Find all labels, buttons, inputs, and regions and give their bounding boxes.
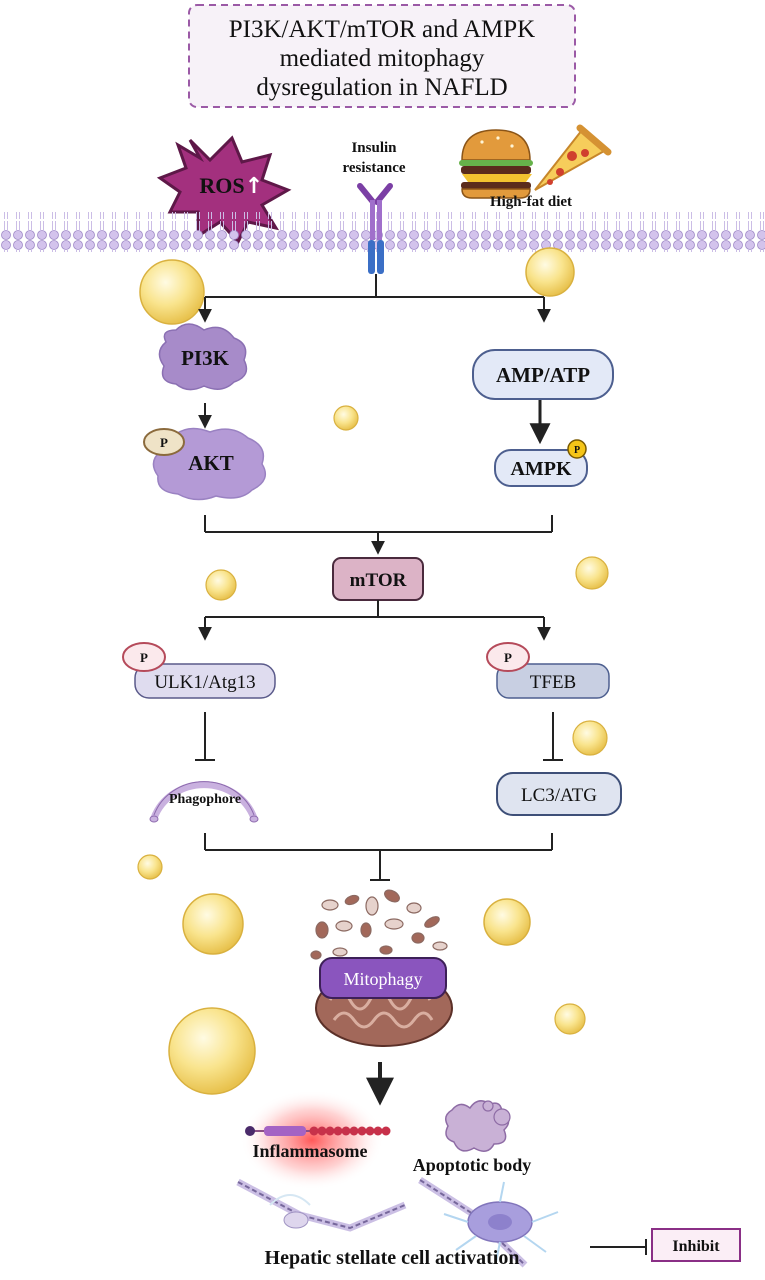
stellate-cells-icon bbox=[236, 1177, 559, 1268]
ulk1-node: ULK1/Atg13 P bbox=[122, 642, 276, 699]
akt-node: AKT P bbox=[143, 427, 267, 501]
tfeb-inhibits-lc3 bbox=[543, 712, 563, 761]
akt-phospho-label: P bbox=[160, 435, 168, 450]
lipid-droplet bbox=[139, 259, 205, 325]
lipid-droplet bbox=[554, 1003, 586, 1035]
lipid-droplets bbox=[137, 247, 609, 1095]
pizza-icon bbox=[534, 124, 612, 191]
burger-icon bbox=[459, 129, 533, 199]
legend-inhibit: Inhibit bbox=[590, 1228, 741, 1262]
lipid-droplet bbox=[483, 898, 531, 946]
ampk-phospho-label: P bbox=[574, 445, 580, 456]
mitochondrion-fragments-icon bbox=[310, 889, 448, 960]
mtor-label: mTOR bbox=[350, 570, 407, 591]
lc3-atg-node: LC3/ATG bbox=[496, 772, 622, 816]
inflammasome-label: Inflammasome bbox=[253, 1141, 368, 1161]
insulin-receptor-icon bbox=[357, 183, 393, 274]
mtor-node: mTOR bbox=[332, 557, 424, 601]
lc3-atg-label: LC3/ATG bbox=[521, 785, 597, 806]
merge-to-mtor-connector bbox=[204, 515, 553, 555]
lipid-droplet bbox=[168, 1007, 256, 1095]
ampk-label: AMPK bbox=[510, 458, 572, 480]
mitophagy-label: Mitophagy bbox=[344, 969, 423, 989]
insulin-label-line-1: Insulin bbox=[351, 140, 397, 156]
lipid-droplet bbox=[205, 569, 237, 601]
ampk-phospho-badge bbox=[567, 439, 587, 459]
hsc-activation-label: Hepatic stellate cell activation bbox=[265, 1247, 520, 1269]
lipid-droplet bbox=[525, 247, 575, 297]
akt-label: AKT bbox=[188, 451, 234, 475]
legend-inhibit-label: Inhibit bbox=[672, 1238, 720, 1255]
tfeb-label: TFEB bbox=[530, 672, 576, 693]
title-line-3: dysregulation in NAFLD bbox=[256, 74, 507, 101]
amp-atp-label: AMP/ATP bbox=[496, 363, 590, 387]
mtor-split-connector bbox=[198, 600, 551, 641]
tfeb-phospho-label: P bbox=[504, 650, 512, 665]
lipid-droplet bbox=[137, 854, 163, 880]
ampk-node: AMPK P bbox=[494, 439, 588, 487]
lipid-droplet bbox=[333, 405, 359, 431]
merge-to-mitophagy-connector bbox=[204, 833, 553, 881]
tfeb-node: TFEB P bbox=[486, 642, 610, 699]
tfeb-phospho-badge bbox=[486, 642, 530, 672]
apoptotic-body-node: Apoptotic body bbox=[413, 1100, 532, 1175]
ulk1-phospho-label: P bbox=[140, 650, 148, 665]
inflammasome-node: Inflammasome bbox=[240, 1090, 391, 1190]
phagophore-label: Phagophore bbox=[169, 792, 241, 807]
pi3k-label: PI3K bbox=[181, 346, 230, 370]
title-line-2: mediated mitophagy bbox=[280, 45, 485, 72]
diet-label: High-fat diet bbox=[490, 194, 572, 210]
ulk1-label: ULK1/Atg13 bbox=[154, 672, 255, 693]
lipid-droplet bbox=[575, 556, 609, 590]
ulk1-phospho-badge bbox=[122, 642, 166, 672]
title-line-1: PI3K/AKT/mTOR and AMPK bbox=[229, 16, 536, 43]
inflammation-glow bbox=[240, 1090, 384, 1190]
amp-atp-node: AMP/ATP bbox=[472, 349, 614, 400]
title-box: PI3K/AKT/mTOR and AMPK mediated mitophag… bbox=[188, 4, 576, 108]
lipid-droplet bbox=[572, 720, 608, 756]
akt-phospho-badge bbox=[143, 428, 185, 456]
lipid-droplet bbox=[182, 893, 244, 955]
phagophore-icon: Phagophore bbox=[149, 781, 259, 823]
mitophagy-node: Mitophagy bbox=[319, 957, 447, 999]
ros-up-arrow-icon: ↑ bbox=[245, 174, 263, 199]
pi3k-node: PI3K bbox=[158, 323, 248, 391]
insulin-label-line-2: resistance bbox=[342, 160, 405, 176]
ulk1-inhibits-phagophore bbox=[195, 712, 215, 761]
membrane-split-connector bbox=[198, 274, 551, 323]
ros-label: ROS bbox=[199, 173, 244, 198]
apoptotic-body-label: Apoptotic body bbox=[413, 1155, 532, 1175]
